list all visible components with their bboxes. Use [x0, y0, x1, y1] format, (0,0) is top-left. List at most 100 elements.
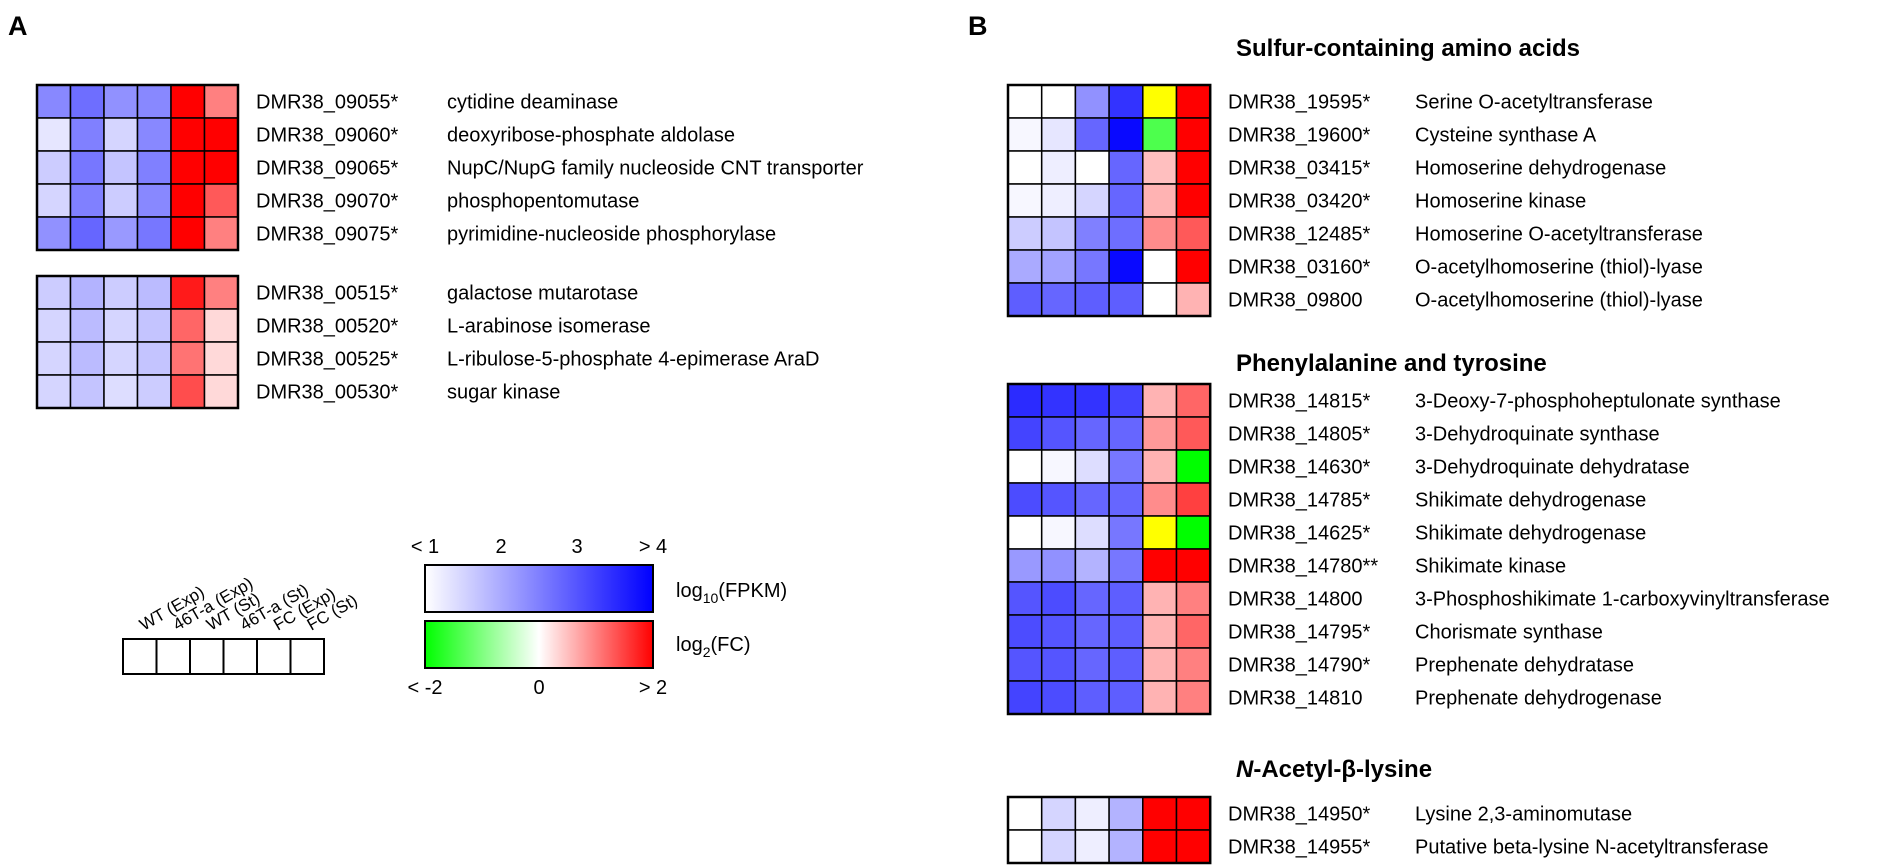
gene-id: DMR38_19600*: [1228, 125, 1371, 147]
heatmap-cell: [1074, 416, 1110, 451]
gene-id: DMR38_09075*: [256, 224, 399, 246]
heatmap-cell: [1142, 515, 1178, 550]
heatmap-cell: [203, 150, 239, 185]
gene-description: sugar kinase: [447, 382, 560, 404]
gene-description: Shikimate dehydrogenase: [1415, 490, 1646, 512]
block-title-text: Phenylalanine and tyrosine: [1236, 350, 1547, 377]
heatmap-cell: [1142, 548, 1178, 583]
heatmap-cell: [170, 216, 206, 251]
heatmap-cell: [103, 341, 139, 376]
heatmap-cell: [203, 308, 239, 343]
column-key-cell: [289, 638, 325, 675]
heatmap-cell: [1040, 482, 1077, 517]
heatmap-cell: [1074, 249, 1110, 284]
block-title-text: -Acetyl-β-lysine: [1253, 756, 1432, 783]
heatmap-cell: [1108, 829, 1144, 864]
heatmap-cell: [1074, 383, 1110, 418]
heatmap-cell: [36, 117, 72, 152]
heatmap-cell: [1040, 383, 1077, 418]
heatmap-cell: [36, 341, 72, 376]
heatmap-cell: [36, 150, 72, 185]
heatmap-cell: [1040, 183, 1077, 218]
heatmap-cell: [1175, 680, 1211, 715]
heatmap-cell: [103, 150, 139, 185]
legend-fpkm-tick-2: 3: [571, 536, 582, 558]
gene-description: Homoserine kinase: [1415, 191, 1586, 213]
heatmap-cell: [1007, 796, 1043, 831]
gene-id: DMR38_12485*: [1228, 224, 1371, 246]
heatmap-cell: [1040, 416, 1077, 451]
heatmap-cell: [1175, 249, 1211, 284]
heatmap-cell: [103, 183, 139, 218]
heatmap-cell: [1108, 150, 1144, 185]
heatmap-cell: [1142, 383, 1178, 418]
heatmap-block-1: DMR38_00515*galactose mutarotaseDMR38_00…: [35, 274, 819, 410]
heatmap-cell: [1074, 829, 1110, 864]
heatmap-cell: [1007, 581, 1043, 616]
heatmap-cell: [36, 275, 72, 310]
heatmap-cell: [1040, 581, 1077, 616]
heatmap-cell: [1074, 84, 1110, 119]
gene-description: L-arabinose isomerase: [447, 316, 650, 338]
heatmap-cell: [1142, 416, 1178, 451]
column-key-cell: [189, 638, 225, 675]
heatmap-cell: [1007, 183, 1043, 218]
heatmap-cell: [1142, 216, 1178, 251]
heatmap-cell: [1108, 183, 1144, 218]
heatmap-cell: [1007, 416, 1043, 451]
gene-description: Lysine 2,3-aminomutase: [1415, 804, 1632, 826]
gene-description: pyrimidine-nucleoside phosphorylase: [447, 224, 776, 246]
heatmap-cell: [1074, 282, 1110, 317]
heatmap-cell: [1175, 282, 1211, 317]
heatmap-cell: [136, 216, 172, 251]
heatmap-cell: [69, 183, 105, 218]
heatmap-cell: [1007, 117, 1043, 152]
heatmap-cell: [203, 117, 239, 152]
gene-id: DMR38_19595*: [1228, 92, 1371, 114]
heatmap-cell: [1074, 183, 1110, 218]
heatmap-cell: [1040, 515, 1077, 550]
heatmap-cell: [1175, 581, 1211, 616]
heatmap-cell: [1175, 416, 1211, 451]
heatmap-border: [35, 83, 240, 252]
heatmap-cell: [1074, 680, 1110, 715]
heatmap-cell: [170, 84, 206, 119]
heatmap-cell: [1142, 647, 1178, 682]
heatmap-cell: [1175, 383, 1211, 418]
heatmap-cell: [1074, 150, 1110, 185]
gene-id: DMR38_00520*: [256, 316, 399, 338]
heatmap-cell: [1108, 614, 1144, 649]
heatmap-cell: [1175, 216, 1211, 251]
heatmap-cell: [1040, 282, 1077, 317]
heatmap-cell: [103, 84, 139, 119]
gene-description: Homoserine O-acetyltransferase: [1415, 224, 1703, 246]
heatmap-cell: [1175, 449, 1211, 484]
heatmap-cell: [1142, 150, 1178, 185]
legend-fc-tick-2: > 2: [639, 677, 667, 699]
heatmap-cell: [1040, 449, 1077, 484]
heatmap-cell: [103, 374, 139, 409]
heatmap-cell: [1175, 117, 1211, 152]
gene-id: DMR38_14785*: [1228, 490, 1371, 512]
gene-id: DMR38_09070*: [256, 191, 399, 213]
heatmap-cell: [1040, 216, 1077, 251]
heatmap-cell: [1040, 117, 1077, 152]
legend-fpkm: < 1 2 3 > 4 log10(FPKM): [411, 536, 787, 613]
heatmap-border: [1006, 795, 1212, 865]
heatmap-cell: [1007, 84, 1043, 119]
heatmap-cell: [136, 374, 172, 409]
heatmap-cell: [203, 183, 239, 218]
gene-id: DMR38_14800: [1228, 589, 1363, 611]
heatmap-cell: [170, 275, 206, 310]
gene-description: 3-Dehydroquinate dehydratase: [1415, 457, 1690, 479]
heatmap-cell: [1074, 647, 1110, 682]
heatmap-cell: [1108, 84, 1144, 119]
heatmap-cell: [1007, 282, 1043, 317]
block-title-italic: N: [1236, 756, 1254, 783]
gene-id: DMR38_14805*: [1228, 424, 1371, 446]
heatmap-cell: [1040, 647, 1077, 682]
gene-description: Shikimate kinase: [1415, 556, 1566, 578]
heatmap-cell: [1142, 680, 1178, 715]
heatmap-cell: [1175, 150, 1211, 185]
